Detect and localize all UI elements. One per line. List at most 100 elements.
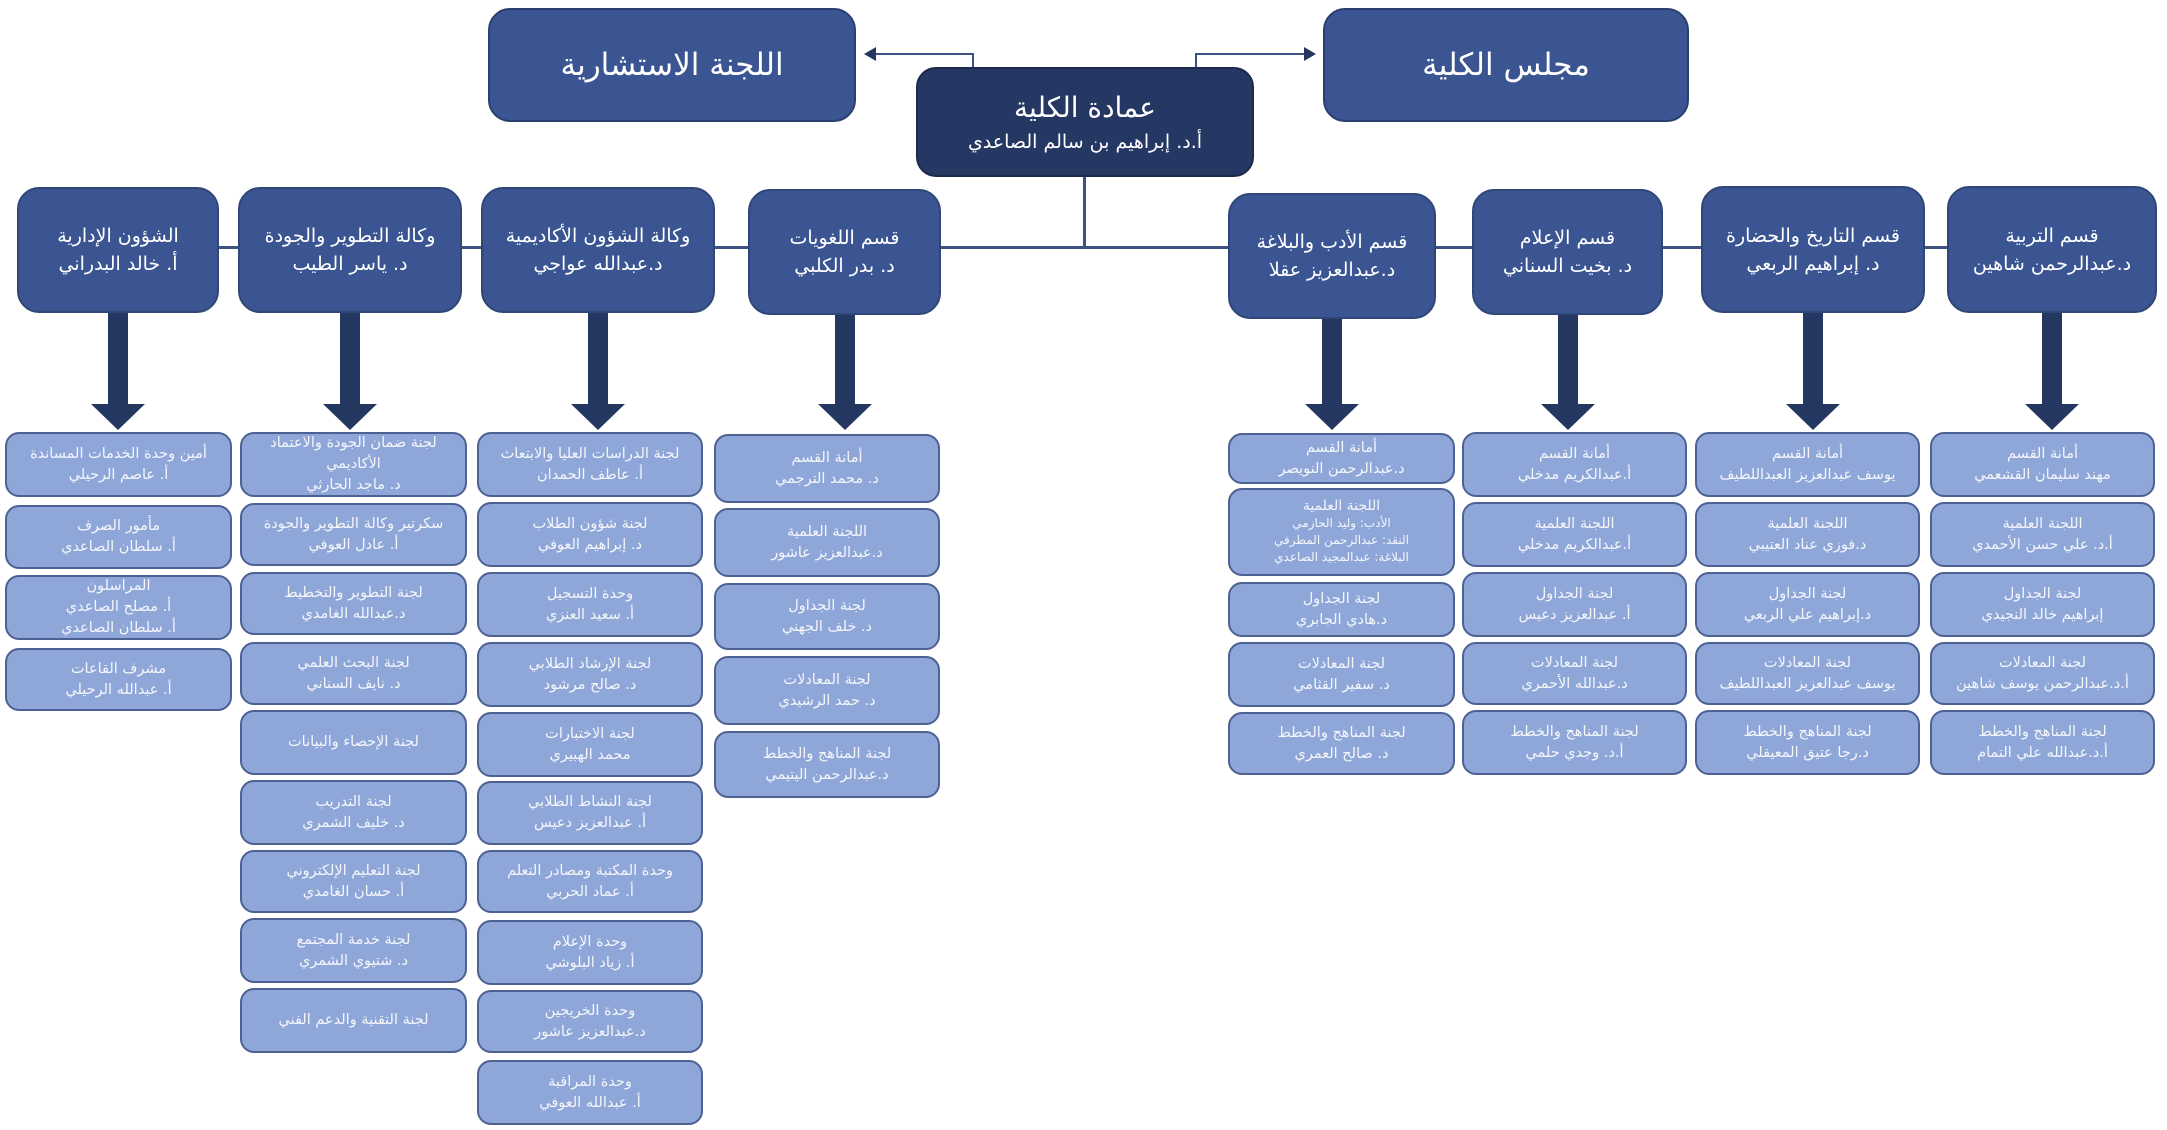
dean-name: أ.د. إبراهيم بن سالم الصاعدي: [967, 131, 1203, 153]
committee-member: د.رجا عتيق المعيقلي: [1746, 744, 1869, 761]
committee-title: لجنة الجداول: [788, 597, 866, 614]
committee-title: اللجنة العلمية: [786, 523, 868, 540]
committee-member: أ.د.عبدالرحمن يوسف شاهين: [1956, 675, 2129, 692]
committee-title: لجنة المعادلات: [783, 671, 871, 688]
section-title: قسم التاريخ والحضارة: [1726, 224, 1900, 247]
committee-member: أ.عبدالكريم مدخلي: [1517, 536, 1632, 553]
committee-member: مهند سليمان القشعمي: [1974, 466, 2111, 483]
sections-bus: [40, 246, 2135, 249]
committee-member: د. إبراهيم العوفي: [538, 536, 642, 553]
committee-member: د.عبدالرحمن النويصر: [1278, 460, 1405, 477]
committee-member: د. نايف السناني: [306, 675, 401, 692]
committee-title: لجنة الإحصاء والبيانات: [288, 734, 419, 750]
section-title: وكالة الشؤون الأكاديمية: [505, 225, 691, 247]
down-arrow-icon: [2025, 404, 2079, 430]
committee-member: د.فوزي عناد العتيبي: [1748, 536, 1867, 553]
committee-title: وحدة الخريجين: [544, 1002, 636, 1019]
committee-box[interactable]: لجنة الإرشاد الطلابي د. صالح مرشود: [477, 642, 703, 707]
down-arrow-shaft: [834, 315, 855, 404]
committee-box[interactable]: لجنة الإحصاء والبيانات: [240, 710, 467, 775]
committee-member: د. صالح مرشود: [543, 676, 637, 693]
arrow-left-icon: [864, 47, 876, 61]
committee-box[interactable]: لجنة الجداول د. خلف الجهني: [714, 583, 940, 650]
college-council-box[interactable]: مجلس الكلية: [1323, 8, 1689, 122]
committee-title: أمانة القسم: [791, 449, 863, 466]
committee-title: أمين وحدة الخدمات المساندة: [30, 445, 207, 462]
committee-box[interactable]: لجنة البحث العلمي د. نايف السناني: [240, 642, 467, 705]
advisory-committee-box[interactable]: اللجنة الاستشارية: [488, 8, 856, 122]
committee-title: وحدة المراقبة: [548, 1073, 632, 1090]
committee-member: د. محمد الترجمي: [775, 470, 879, 487]
committee-member: محمد الهبيري: [549, 746, 631, 763]
committee-box[interactable]: لجنة المناهج والخطط د.رجا عتيق المعيقلي: [1695, 710, 1920, 775]
committee-member: البلاغة: عبدالمجيد الصاعدي: [1274, 550, 1409, 564]
committee-title: لجنة التقنية والدعم الفني: [278, 1012, 429, 1028]
committee-title: مشرف القاعات: [70, 660, 167, 677]
committee-title: لجنة خدمة المجتمع: [296, 931, 411, 948]
committee-member: أ. عماد الحربي: [546, 883, 634, 900]
deanship-box[interactable]: عمادة الكلية أ.د. إبراهيم بن سالم الصاعد…: [916, 67, 1254, 177]
committee-title: لجنة الإرشاد الطلابي: [528, 655, 652, 672]
committee-box[interactable]: لجنة خدمة المجتمع د. شتيوي الشمري: [240, 918, 467, 983]
section-title: قسم اللغويات: [789, 227, 900, 249]
advisory-committee-label: اللجنة الاستشارية: [560, 47, 784, 83]
committee-member: د. خلف الجهني: [782, 618, 873, 635]
committee-title: لجنة المناهج والخطط: [1743, 723, 1872, 740]
committee-title: لجنة المعادلات: [1297, 655, 1386, 672]
committee-title: سكرتير وكالة التطوير والجودة: [263, 515, 444, 532]
down-arrow-icon: [1540, 404, 1595, 430]
committee-box[interactable]: أمانة القسم د. محمد الترجمي: [714, 434, 940, 503]
committee-box[interactable]: لجنة التقنية والدعم الفني: [240, 988, 467, 1053]
committee-member: د. شتيوي الشمري: [298, 952, 409, 969]
committee-title: لجنة البحث العلمي: [297, 654, 410, 671]
